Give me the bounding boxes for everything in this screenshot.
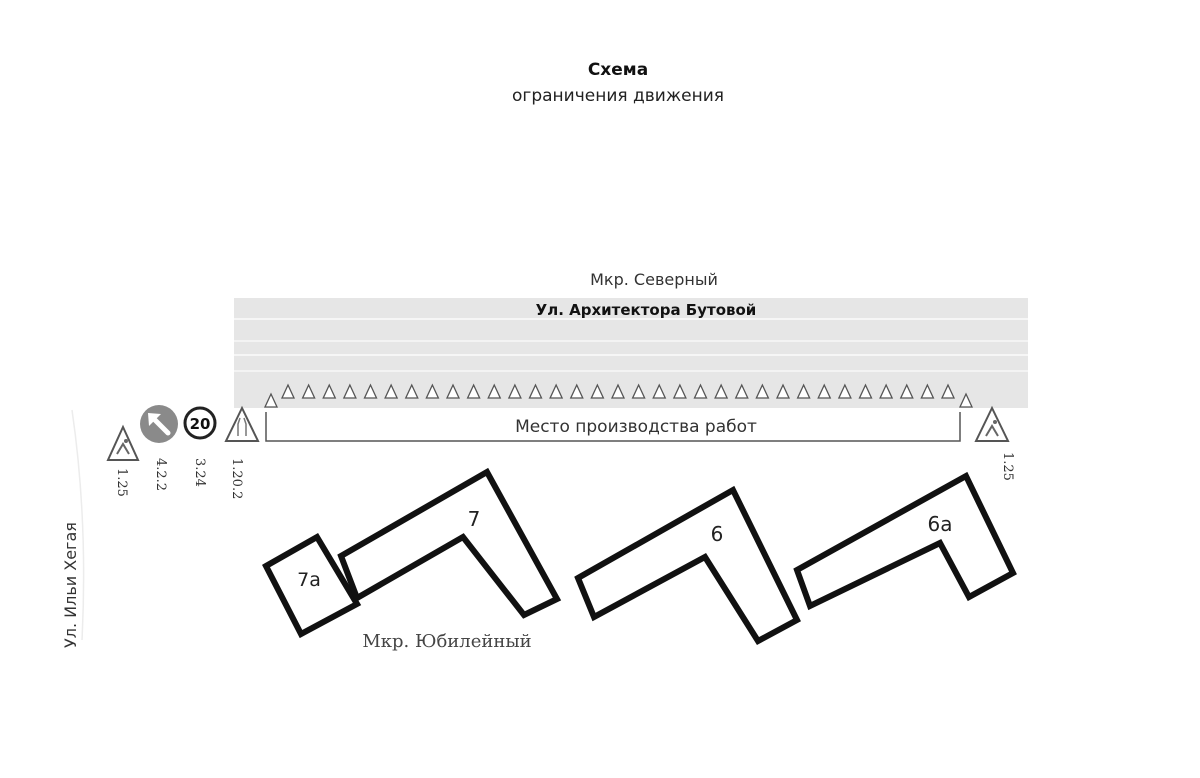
traffic-cone — [425, 383, 440, 399]
sign-narrowing: 1.20.2 — [224, 405, 260, 499]
building-7a-label: 7а — [297, 569, 321, 591]
sign-speed-limit: 20 3.24 — [183, 406, 217, 487]
sign-keep-left: 4.2.2 — [140, 405, 178, 491]
sign-code: 1.20.2 — [229, 458, 244, 499]
sign-code: 1.25 — [1000, 452, 1015, 481]
lane-marking — [234, 370, 1028, 372]
traffic-cone — [837, 383, 852, 399]
traffic-cone — [280, 383, 296, 399]
traffic-cone — [817, 383, 832, 399]
building-6a — [793, 471, 1017, 611]
road — [234, 298, 1028, 408]
sign-code: 1.25 — [114, 468, 129, 497]
traffic-cone — [590, 383, 605, 399]
traffic-cone — [899, 383, 914, 399]
lane-marking — [234, 318, 1028, 320]
traffic-cone — [714, 383, 729, 399]
traffic-cone — [549, 383, 564, 399]
work-zone-bracket — [265, 412, 961, 442]
speed-limit-value: 20 — [190, 415, 211, 433]
traffic-cone — [652, 383, 667, 399]
work-zone-label: Место производства работ — [515, 417, 757, 437]
traffic-cones — [263, 383, 974, 408]
lane-marking — [234, 354, 1028, 356]
sign-road-works-left: 1.25 — [106, 424, 140, 497]
buildings — [262, 467, 1017, 645]
traffic-cone — [528, 383, 543, 399]
road-narrowing-icon — [224, 405, 260, 442]
traffic-cone — [322, 383, 337, 399]
side-street-edge — [71, 409, 85, 641]
traffic-cone — [940, 383, 956, 399]
traffic-cone — [404, 383, 419, 399]
side-street-label: Ул. Ильи Хегая — [61, 522, 80, 648]
sign-code: 3.24 — [192, 458, 207, 487]
traffic-cone — [610, 383, 626, 399]
traffic-cone — [263, 392, 279, 408]
traffic-cone — [693, 383, 708, 399]
traffic-cone — [796, 383, 811, 399]
traffic-cone — [858, 383, 873, 399]
building-7-label: 7 — [468, 507, 481, 531]
traffic-cone — [734, 383, 749, 399]
building-6-label: 6 — [711, 522, 724, 546]
traffic-cone — [363, 383, 378, 399]
building-7 — [337, 467, 562, 619]
diagram-subtitle: ограничения движения — [512, 86, 724, 106]
district-north-label: Мкр. Северный — [590, 270, 718, 289]
traffic-cone — [775, 383, 791, 399]
traffic-cone — [569, 383, 584, 399]
sign-road-works-right: 1.25 — [974, 405, 1015, 481]
traffic-cone — [466, 383, 481, 399]
traffic-cone — [755, 383, 770, 399]
speed-limit-icon — [183, 406, 217, 440]
traffic-cone — [631, 383, 646, 399]
traffic-cone — [672, 383, 687, 399]
building-7a — [262, 532, 362, 639]
diagram-title: Схема — [587, 60, 649, 80]
traffic-cone — [487, 383, 502, 399]
sign-code: 4.2.2 — [153, 458, 168, 491]
traffic-cone — [384, 383, 399, 399]
traffic-cone — [958, 392, 974, 408]
traffic-cone — [301, 383, 316, 399]
district-south-label: Мкр. Юбилейный — [362, 631, 531, 652]
traffic-cone — [342, 383, 357, 399]
road-surface — [234, 298, 1028, 408]
building-6 — [574, 485, 801, 645]
main-street-label: Ул. Архитектора Бутовой — [536, 301, 757, 319]
traffic-cone — [507, 383, 522, 399]
traffic-cone — [445, 383, 461, 399]
traffic-cone — [879, 383, 894, 399]
traffic-cone — [920, 383, 935, 399]
building-6a-label: 6а — [928, 512, 953, 536]
lane-marking — [234, 340, 1028, 342]
